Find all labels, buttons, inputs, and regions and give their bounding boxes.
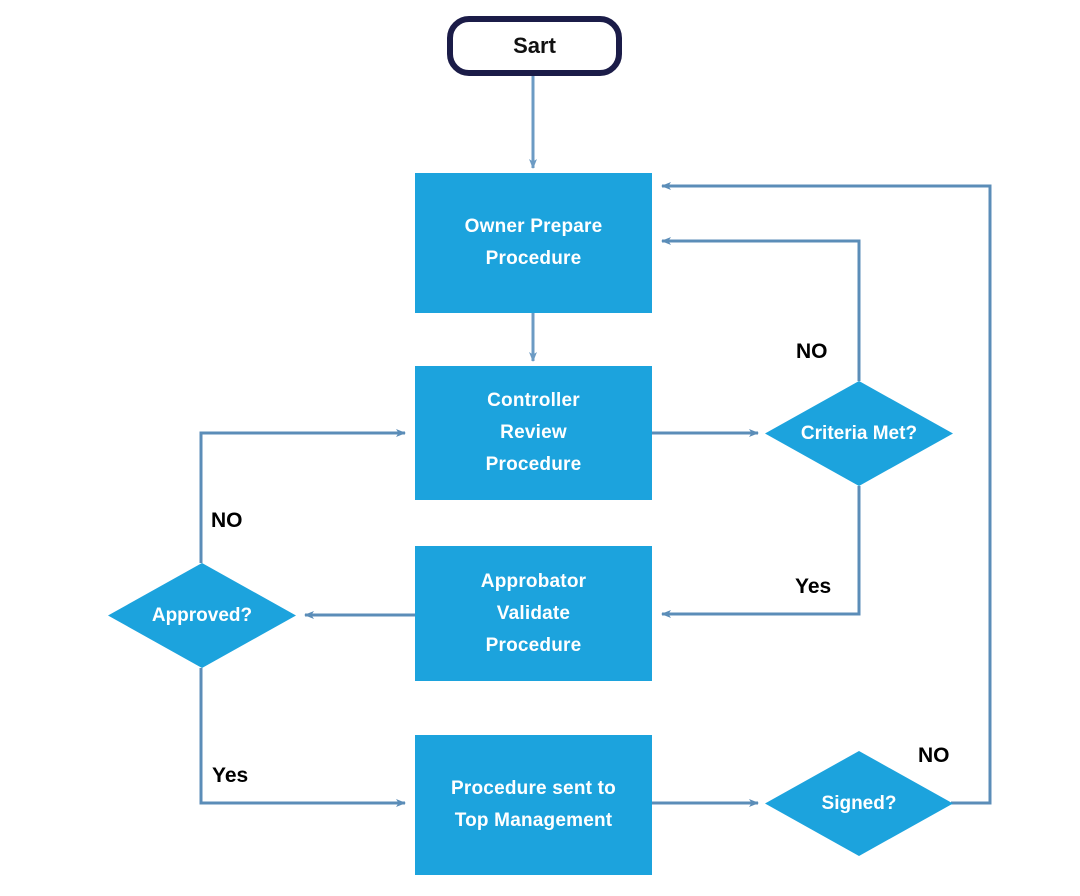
- edge-signed-no-to-owner: [661, 182, 992, 805]
- edge-label-approved-no: NO: [211, 509, 243, 532]
- node-controller-review-procedure[interactable]: Controller Review Procedure: [415, 366, 652, 500]
- node-procedure-sent-label: Procedure sent to Top Management: [451, 778, 616, 831]
- node-procedure-sent-to-top-management[interactable]: Procedure sent to Top Management: [415, 735, 652, 875]
- diamond-shape-signed: [765, 751, 953, 856]
- edge-criteria-yes-to-approbator: [661, 486, 861, 618]
- node-approbator-validate-label: Approbator Validate Procedure: [480, 570, 587, 656]
- node-approved-decision[interactable]: Approved?: [108, 563, 296, 668]
- edge-criteria-no-to-owner: [661, 237, 861, 381]
- node-owner-prepare-label: Owner Prepare Procedure: [464, 216, 603, 269]
- diamond-shape-criteria: [765, 381, 953, 486]
- edge-approved-no-to-controller: [199, 429, 406, 563]
- edge-label-signed-no: NO: [918, 744, 950, 767]
- edge-label-approved-yes: Yes: [212, 764, 249, 787]
- node-controller-review-label: Controller Review Procedure: [485, 390, 582, 475]
- node-start-label: Sart: [513, 33, 556, 58]
- node-owner-prepare-procedure[interactable]: Owner Prepare Procedure: [415, 173, 652, 313]
- node-start[interactable]: Sart: [447, 16, 622, 76]
- node-approbator-validate-procedure[interactable]: Approbator Validate Procedure: [415, 546, 652, 681]
- edge-approved-yes-to-procedure-sent: [199, 668, 406, 807]
- node-criteria-met-decision[interactable]: Criteria Met?: [765, 381, 953, 486]
- diamond-shape-approved: [108, 563, 296, 668]
- edge-label-criteria-yes: Yes: [795, 575, 832, 598]
- edge-label-criteria-no: NO: [796, 340, 828, 363]
